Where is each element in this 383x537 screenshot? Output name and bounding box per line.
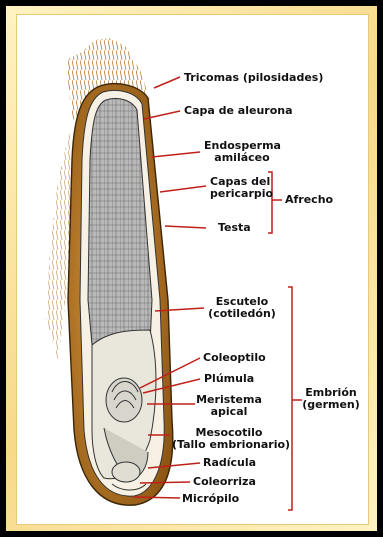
label-aleurona: Capa de aleurona bbox=[184, 105, 293, 117]
label-tricomas: Tricomas (pilosidades) bbox=[184, 72, 323, 84]
label-coleoptilo: Coleoptilo bbox=[203, 352, 266, 364]
label-mesocotilo: Mesocotilo (Tallo embrionario) bbox=[172, 427, 286, 451]
label-mesocotilo-line2: (Tallo embrionario) bbox=[172, 439, 286, 451]
label-endosperma-line2: amiláceo bbox=[204, 152, 280, 164]
label-radicula: Radícula bbox=[203, 457, 256, 469]
label-pericarpio: Capas del pericarpio bbox=[210, 176, 266, 200]
label-escutelo: Escutelo (cotiledón) bbox=[206, 296, 278, 320]
label-embrion: Embrión (germen) bbox=[302, 387, 360, 411]
label-endosperma: Endosperma amiláceo bbox=[204, 140, 280, 164]
label-escutelo-line2: (cotiledón) bbox=[206, 308, 278, 320]
label-micropilo: Micrópilo bbox=[182, 493, 239, 505]
label-plumula: Plúmula bbox=[204, 373, 254, 385]
label-meristema-line2: apical bbox=[196, 406, 262, 418]
brackets bbox=[268, 172, 302, 510]
label-embrion-line2: (germen) bbox=[302, 399, 360, 411]
label-pericarpio-line2: pericarpio bbox=[210, 188, 266, 200]
label-afrecho: Afrecho bbox=[285, 194, 333, 206]
label-testa: Testa bbox=[218, 222, 251, 234]
label-meristema: Meristema apical bbox=[196, 394, 262, 418]
label-coleorriza: Coleorriza bbox=[193, 476, 256, 488]
